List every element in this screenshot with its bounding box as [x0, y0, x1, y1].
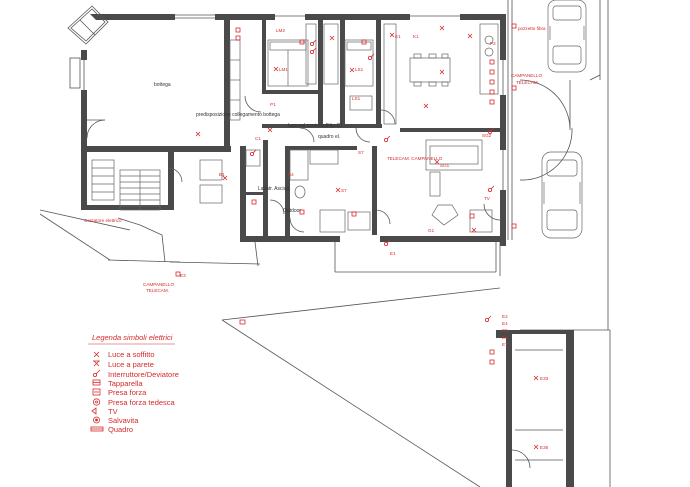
- ceiling-light-icon: [93, 351, 100, 358]
- legend: Legenda simboli elettrici Luce a soffitt…: [88, 333, 179, 434]
- code-e5: E5: [502, 328, 508, 333]
- doorbell-bottom: CAMPANELLO: [143, 282, 174, 287]
- room-boiler: Lavatr. Asciug.: [258, 186, 291, 192]
- garage: [496, 330, 574, 487]
- code-k1: K1: [413, 34, 419, 39]
- panel-icon: [90, 426, 104, 432]
- legend-label-wall-light: Luce a parete: [108, 360, 154, 369]
- walls: [80, 13, 507, 246]
- room-shop: bottega: [154, 82, 171, 88]
- code-ls1: LS1: [355, 67, 364, 72]
- bay-window: [67, 5, 109, 89]
- code-sg1: SG1: [440, 163, 450, 168]
- switch-icon: [93, 369, 101, 377]
- code-s7: S7: [341, 188, 347, 193]
- furniture: [91, 23, 499, 233]
- code-g1: G1: [428, 228, 435, 233]
- schuko-socket-icon: [92, 398, 101, 406]
- doors: [86, 95, 501, 233]
- legend-label-breaker: Salvavita: [108, 416, 139, 425]
- legend-label-tv: TV: [108, 407, 118, 416]
- code-s7b: S7: [358, 150, 364, 155]
- meter-label: Contatore elettrico: [84, 218, 122, 223]
- wall-light-icon: [93, 360, 100, 367]
- code-e6: E6: [502, 335, 508, 340]
- tv-socket-icon: [91, 407, 97, 415]
- code-e36: E36: [540, 445, 549, 450]
- ceiling-light-note: luce nel controsoffitto C1: [288, 123, 343, 129]
- code-b1: B1: [219, 172, 225, 177]
- intercom-inner: TELECAM. CAMPANELLO: [387, 156, 443, 161]
- car-bottom: [541, 151, 583, 239]
- code-lm1: LM1: [279, 67, 288, 72]
- legend-label-shutter: Tapparella: [108, 379, 143, 388]
- legend-label-power-socket: Presa forza: [108, 388, 147, 397]
- code-e7: E7: [502, 342, 508, 347]
- legend-label-ceiling-light: Luce a soffitto: [108, 350, 155, 359]
- power-socket-icon: [92, 388, 101, 396]
- site-lines: [39, 0, 611, 487]
- code-e1a: E1: [395, 34, 401, 39]
- intercom-bottom: TELECAM.: [146, 288, 169, 293]
- room-shop-prep: predisposizione collegamento bottega: [196, 112, 280, 118]
- code-e1b: E1: [390, 251, 396, 256]
- code-p1: P1: [270, 102, 276, 107]
- tv-label: TV: [484, 196, 491, 201]
- code-e2: E2: [502, 314, 508, 319]
- legend-label-switch: Interruttore/Deviatore: [108, 370, 179, 379]
- intercom-top: TELECAM.: [516, 80, 539, 85]
- code-p2: P2: [490, 41, 496, 46]
- code-e4: E4: [502, 321, 508, 326]
- code-c1: C1: [255, 136, 261, 141]
- electrical-symbols: LM1 LS1 LM2 LS1 E1 E1 SG1 SG2 S7 S7 C1 E…: [175, 23, 549, 450]
- code-sg2: SG2: [482, 133, 492, 138]
- room-outdoor: Outdoor: [283, 208, 301, 214]
- car-top: [547, 0, 587, 73]
- code-e33: E33: [540, 376, 549, 381]
- legend-label-schuko-socket: Presa forza tedesca: [108, 398, 176, 407]
- panel-note: quadro el.: [318, 134, 340, 140]
- doorbell-top: CAMPANELLO: [511, 73, 542, 78]
- shutter-icon: [92, 379, 101, 386]
- code-e3: E3: [180, 273, 186, 278]
- legend-label-panel: Quadro: [108, 425, 133, 434]
- code-lm2: LM2: [276, 28, 285, 33]
- legend-title: Legenda simboli elettrici: [92, 333, 173, 342]
- code-b4: B4: [288, 172, 294, 177]
- code-ls1b: LS1: [352, 96, 361, 101]
- breaker-icon: [93, 416, 100, 424]
- fiber-label: pozzetto fibra: [518, 26, 546, 31]
